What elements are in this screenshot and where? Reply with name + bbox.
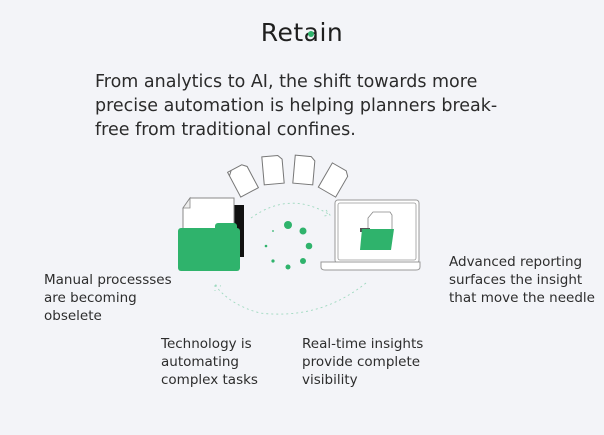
folder-icon: [178, 196, 244, 271]
caption-realtime-insights: Real-time insights provide complete visi…: [302, 336, 424, 388]
documents-icon: [226, 154, 349, 198]
headline: From analytics to AI, the shift towards …: [95, 72, 498, 140]
cycle-arrows-icon: [214, 202, 367, 315]
loading-spinner-icon: [264, 221, 313, 270]
caption-manual-processes: Manual processses are becoming obselete: [44, 272, 172, 324]
laptop-icon: [320, 199, 421, 271]
retain-logo: Retain: [260, 18, 344, 47]
caption-advanced-reporting: Advanced reporting surfaces the insight …: [449, 254, 595, 306]
caption-technology: Technology is automating complex tasks: [161, 336, 258, 388]
